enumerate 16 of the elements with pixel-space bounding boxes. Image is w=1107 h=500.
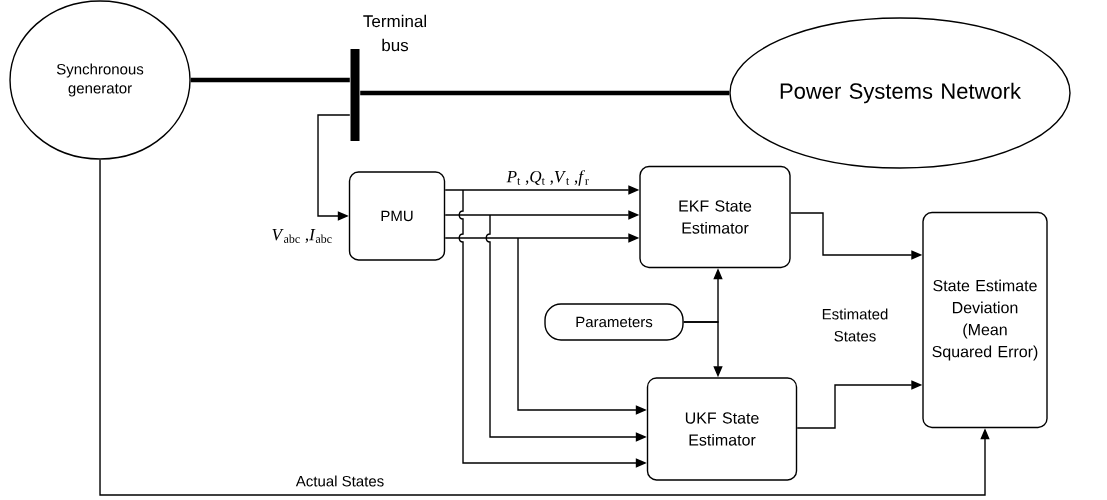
text-label: Estimated States	[822, 308, 888, 342]
parameter-box: Parameters	[544, 303, 684, 341]
arrow	[99, 159, 990, 496]
bus-bar: Terminal bus	[350, 14, 426, 141]
edge-label: Actual States	[295, 475, 384, 487]
bus-line	[360, 90, 730, 96]
ellipse-node: Power Systems Network	[729, 17, 1071, 169]
arrow	[317, 114, 351, 221]
edge-label: P$_{t}$ ,Q$_{t}$ ,V$_{t}$ ,f$_{r}$	[506, 170, 589, 186]
process-box: EKF State Estimator	[639, 165, 791, 269]
process-box: UKF State Estimator	[646, 377, 798, 481]
process-box: State Estimate Deviation (Mean Squared Error)	[922, 211, 1048, 429]
process-box: PMU	[348, 171, 446, 261]
node-label: Terminal bus	[363, 14, 426, 52]
edge-label: V$_{abc}$ ,I$_{abc}$	[272, 229, 332, 243]
bus-line	[190, 77, 350, 83]
